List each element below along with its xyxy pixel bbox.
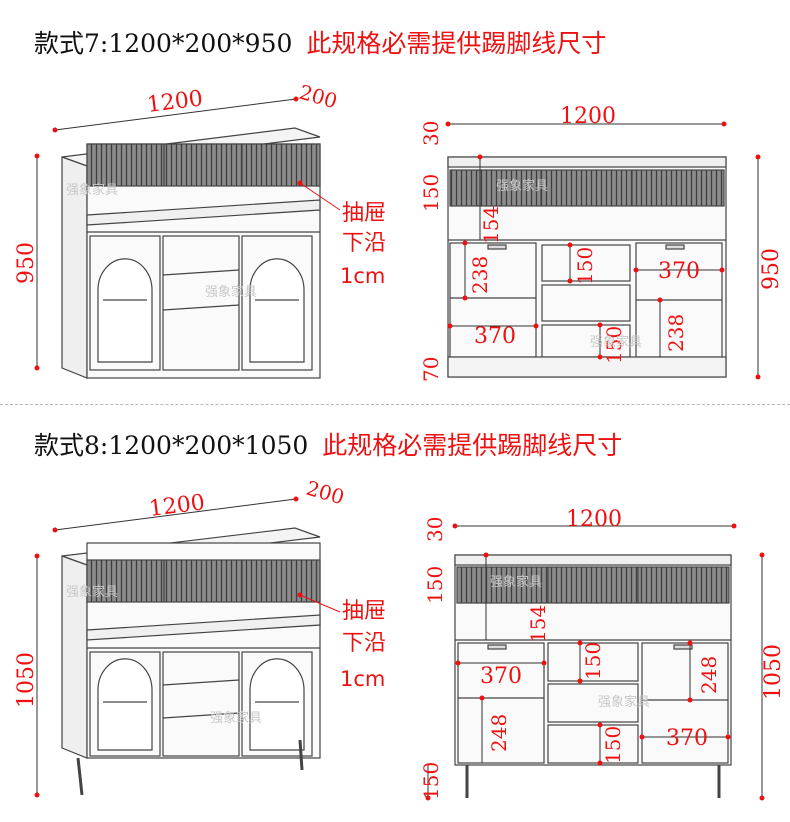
right-width-label: 370 (658, 259, 700, 284)
front-width-label: 1200 (566, 507, 622, 532)
top-shelf-label: 150 (423, 566, 447, 604)
iso-height-label: 1050 (14, 652, 39, 708)
iso-height-label: 950 (14, 242, 39, 284)
style8-front-drawing (454, 554, 732, 798)
iso-width-line (54, 98, 297, 131)
iso-width-label: 1200 (146, 86, 205, 118)
section-7-note: 此规格必需提供踢脚线尺寸 (306, 29, 607, 58)
style8-iso-drawing (61, 527, 321, 796)
section-8-title: 款式8:1200*200*1050 此规格必需提供踢脚线尺寸 (34, 426, 622, 462)
style7-iso-dimensions: 1200 200 950 抽屉 下沿 1cm 强象家具 强象家具 (14, 80, 386, 371)
center-drawer-lower-label: 150 (602, 326, 626, 364)
section-8-note: 此规格必需提供踢脚线尺寸 (322, 431, 623, 460)
style7-front-dimensions: 1200 30 150 154 238 150 370 370 150 238 … (419, 104, 784, 382)
iso-width-label: 1200 (148, 490, 207, 522)
leg-label: 150 (419, 762, 443, 800)
right-cell-label: 238 (664, 314, 688, 352)
watermark: 强象家具 (210, 710, 262, 726)
plinth-label: 70 (419, 357, 443, 382)
top-thickness-label: 30 (419, 121, 443, 146)
center-drawer-lower-label: 150 (601, 726, 625, 764)
front-width-label: 1200 (560, 104, 616, 129)
drawer-note-line3: 1cm (340, 667, 385, 691)
watermark: 强象家具 (205, 284, 257, 300)
style8-front-dimensions: 1200 30 150 154 150 370 248 248 150 370 … (419, 507, 786, 801)
watermark: 强象家具 (598, 694, 650, 710)
center-drawer-upper-label: 150 (581, 642, 605, 680)
section-7-model: 款式7:1200*200*950 (34, 29, 293, 58)
front-height-label: 1050 (761, 644, 786, 700)
right-width-label: 370 (666, 726, 708, 751)
watermark: 强象家具 (66, 182, 118, 198)
drawer-note-leader (299, 594, 341, 613)
iso-width-line (54, 498, 297, 531)
center-drawer-upper-label: 150 (573, 247, 597, 285)
left-cell-label: 248 (487, 714, 511, 752)
right-cell-label: 248 (697, 656, 721, 694)
watermark: 强象家具 (66, 584, 118, 600)
drawer-note-line2: 下沿 (342, 631, 386, 656)
left-cell-label: 238 (468, 256, 492, 294)
left-width-label: 370 (480, 664, 522, 689)
drawer-note-line1: 抽屉 (342, 599, 386, 624)
fluted-top-panel (86, 143, 321, 187)
watermark: 强象家具 (590, 334, 642, 350)
drawer-front-label: 154 (479, 206, 503, 244)
section-7-title: 款式7:1200*200*950 此规格必需提供踢脚线尺寸 (34, 24, 606, 60)
section-divider (0, 404, 790, 405)
watermark: 强象家具 (496, 178, 548, 194)
front-height-label: 950 (759, 248, 784, 290)
style7-iso-drawing (61, 127, 321, 379)
left-width-label: 370 (474, 324, 516, 349)
style7-front-drawing (447, 156, 727, 378)
drawer-note-line3: 1cm (340, 264, 385, 288)
top-thickness-label: 30 (423, 517, 447, 542)
drawer-note-line1: 抽屉 (342, 201, 386, 226)
iso-depth-label: 200 (297, 80, 340, 114)
drawer-note-line2: 下沿 (342, 231, 386, 256)
top-shelf-label: 150 (419, 174, 443, 212)
drawer-note-leader (299, 182, 341, 211)
section-8-model: 款式8:1200*200*1050 (34, 431, 309, 460)
drawer-front-label: 154 (526, 605, 550, 643)
iso-depth-label: 200 (304, 476, 347, 510)
watermark: 强象家具 (490, 574, 542, 590)
